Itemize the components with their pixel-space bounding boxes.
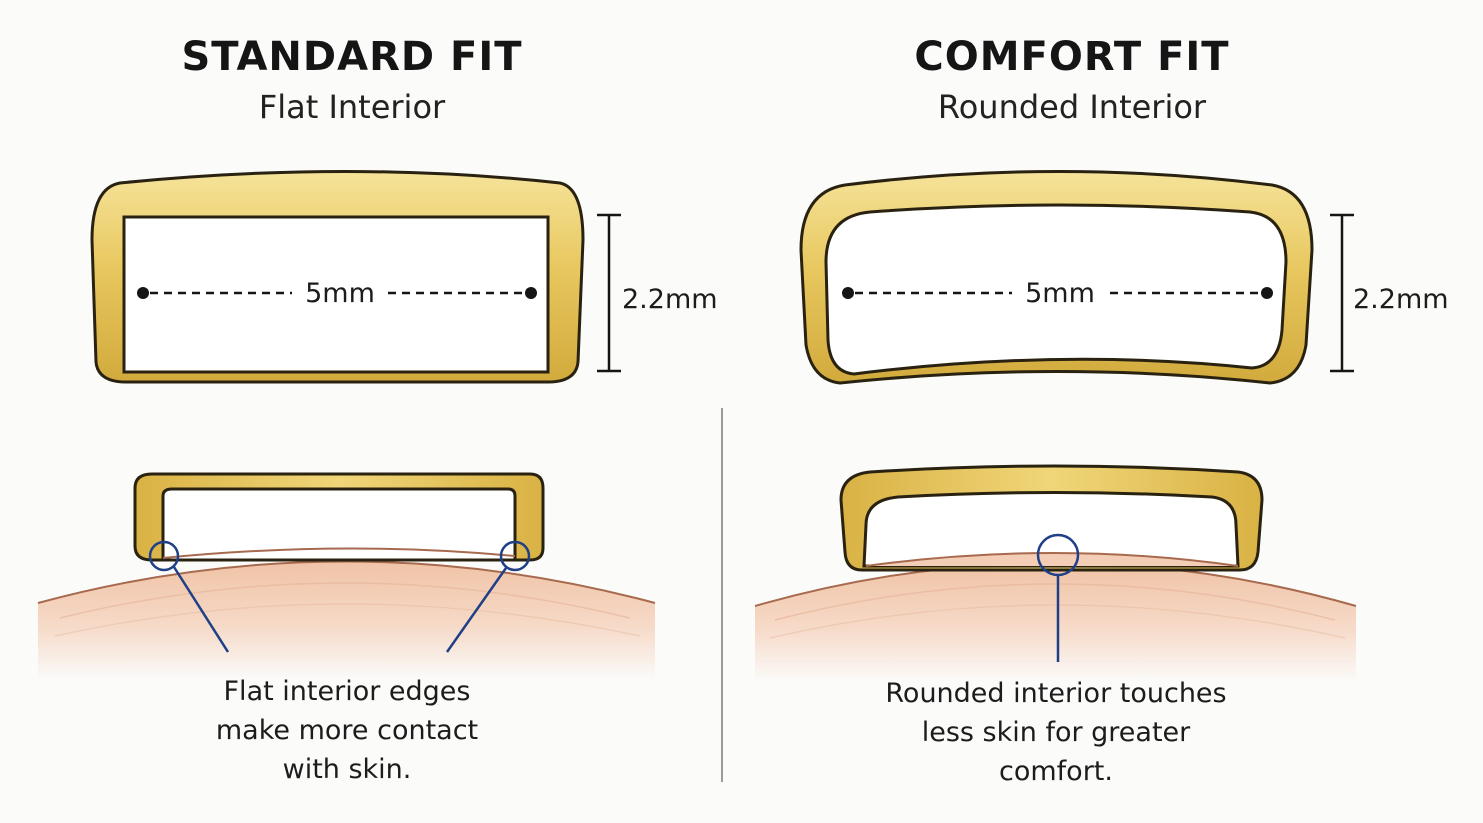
- comfort-caption-line-1: Rounded interior touches: [885, 678, 1227, 709]
- contact-point-left-marker: [148, 540, 180, 572]
- contact-point-right-marker: [499, 540, 531, 572]
- comfort-caption-line-3: comfort.: [999, 756, 1113, 787]
- comfort-caption: Rounded interior touches less skin for g…: [826, 674, 1286, 791]
- comfort-skin: [754, 562, 1357, 682]
- standard-fit-title: STANDARD FIT: [181, 34, 523, 80]
- standard-skin: [37, 560, 656, 680]
- comfort-height-label: 2.2mm: [1353, 284, 1449, 315]
- comfort-width-dimension: 5mm: [842, 278, 1273, 309]
- standard-caption-line-2: make more contact: [215, 715, 479, 746]
- comfort-ring-cross-section: [799, 170, 1314, 385]
- standard-ring-on-skin: [133, 472, 545, 562]
- comfort-contact-callout: [1036, 533, 1080, 662]
- standard-fit-subtitle: Flat Interior: [258, 88, 446, 126]
- standard-contact-callouts: [148, 540, 531, 653]
- standard-caption-line-1: Flat interior edges: [223, 676, 471, 707]
- standard-ring-cross-section: [90, 170, 585, 384]
- standard-width-dimension: 5mm: [137, 278, 537, 309]
- comfort-width-label: 5mm: [1025, 278, 1095, 309]
- standard-caption-line-3: with skin.: [282, 754, 412, 785]
- standard-caption: Flat interior edges make more contact wi…: [117, 672, 577, 789]
- comfort-ring-on-skin: [839, 464, 1264, 572]
- comfort-fit-title: COMFORT FIT: [914, 34, 1230, 80]
- standard-height-dimension: 2.2mm: [597, 213, 718, 373]
- comfort-fit-subtitle: Rounded Interior: [937, 88, 1207, 126]
- comfort-height-dimension: 2.2mm: [1330, 213, 1449, 373]
- standard-width-label: 5mm: [305, 278, 375, 309]
- comfort-caption-line-2: less skin for greater: [921, 717, 1191, 748]
- standard-height-label: 2.2mm: [622, 284, 718, 315]
